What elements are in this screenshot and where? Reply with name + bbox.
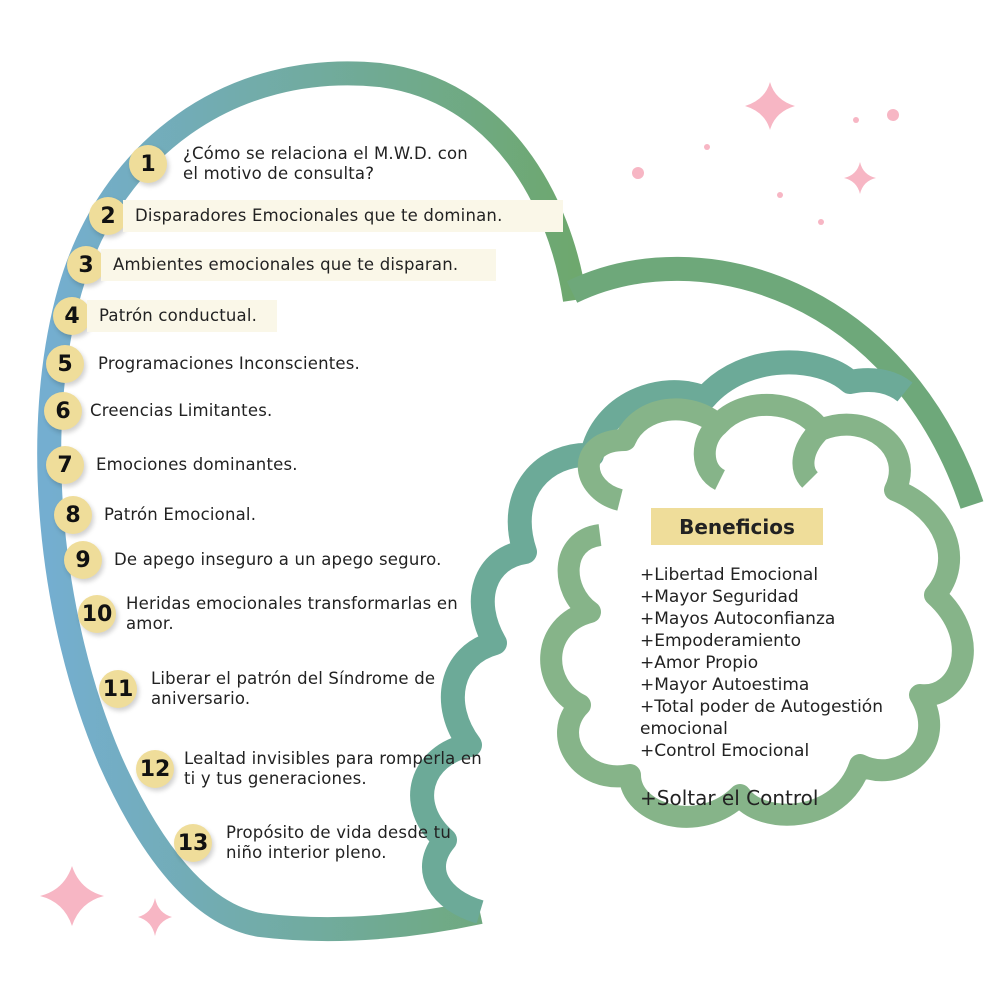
list-item: 12 Lealtad invisibles para romperla en ti… [136,749,484,789]
benefit-item: +Mayor Seguridad [640,587,799,607]
item-text: ¿Cómo se relaciona el M.W.D. con el moti… [183,144,468,183]
item-text: Emociones dominantes. [96,455,298,474]
number-badge: 12 [136,750,174,788]
number-badge: 10 [78,595,116,633]
item-text: Heridas emocionales transformarlas en am… [126,594,458,633]
benefit-item: +Libertad Emocional [640,565,819,585]
item-text: Patrón conductual. [87,300,277,332]
item-text: Propósito de vida desde tu niño interior… [226,823,452,862]
benefit-item-highlight: +Soltar el Control [640,786,819,810]
heart-right-lobe [566,256,984,509]
sparkle-icon [40,866,104,926]
benefit-item: +Control Emocional [640,741,810,761]
item-text: Ambientes emocionales que te disparan. [101,249,496,281]
list-item: 10 Heridas emocionales transformarlas en … [78,594,466,634]
benefit-item: +Empoderamiento [640,631,801,651]
sparkles [40,82,899,936]
item-text: Disparadores Emocionales que te dominan. [123,200,563,232]
brain-outer [410,350,913,924]
item-text: De apego inseguro a un apego seguro. [114,550,442,569]
number-badge: 1 [129,145,167,183]
number-badge: 6 [44,392,82,430]
item-text: Programaciones Inconscientes. [98,354,361,373]
item-text: Liberar el patrón del Síndrome de aniver… [151,669,436,708]
list-item: 13 Propósito de vida desde tu niño interi… [174,823,456,863]
number-badge: 11 [99,670,137,708]
number-badge: 13 [174,824,212,862]
list-item: 7 Emociones dominantes. [46,446,298,484]
sparkle-icon [745,82,795,130]
benefit-item: +Mayor Autoestima [640,675,810,695]
number-badge: 2 [89,197,127,235]
list-item: 9 De apego inseguro a un apego seguro. [64,541,442,579]
number-badge: 9 [64,541,102,579]
number-badge: 8 [54,496,92,534]
list-item: 1 ¿Cómo se relaciona el M.W.D. con el mot… [129,144,483,184]
sparkle-icon [844,162,876,194]
item-text: Patrón Emocional. [104,505,257,524]
benefit-item: +Mayos Autoconfianza [640,609,836,629]
list-item: 11 Liberar el patrón del Síndrome de aniv… [99,669,441,709]
list-item: 6 Creencias Limitantes. [44,392,272,430]
benefit-item: +Amor Propio [640,653,759,673]
list-item: 8 Patrón Emocional. [54,496,256,534]
item-text: Lealtad invisibles para romperla en ti y… [184,749,482,788]
list-item: 5 Programaciones Inconscientes. [46,345,360,383]
item-text: Creencias Limitantes. [90,401,273,420]
brain-inner [540,394,974,828]
number-badge: 7 [46,446,84,484]
benefits-list: +Libertad Emocional +Mayor Seguridad +Ma… [640,564,910,762]
benefit-item: +Total poder de Autogestión emocional [640,697,883,739]
sparkle-icon [138,898,172,936]
number-badge: 4 [53,297,91,335]
number-badge: 5 [46,345,84,383]
benefits-title: Beneficios [651,508,823,545]
number-badge: 3 [67,246,105,284]
